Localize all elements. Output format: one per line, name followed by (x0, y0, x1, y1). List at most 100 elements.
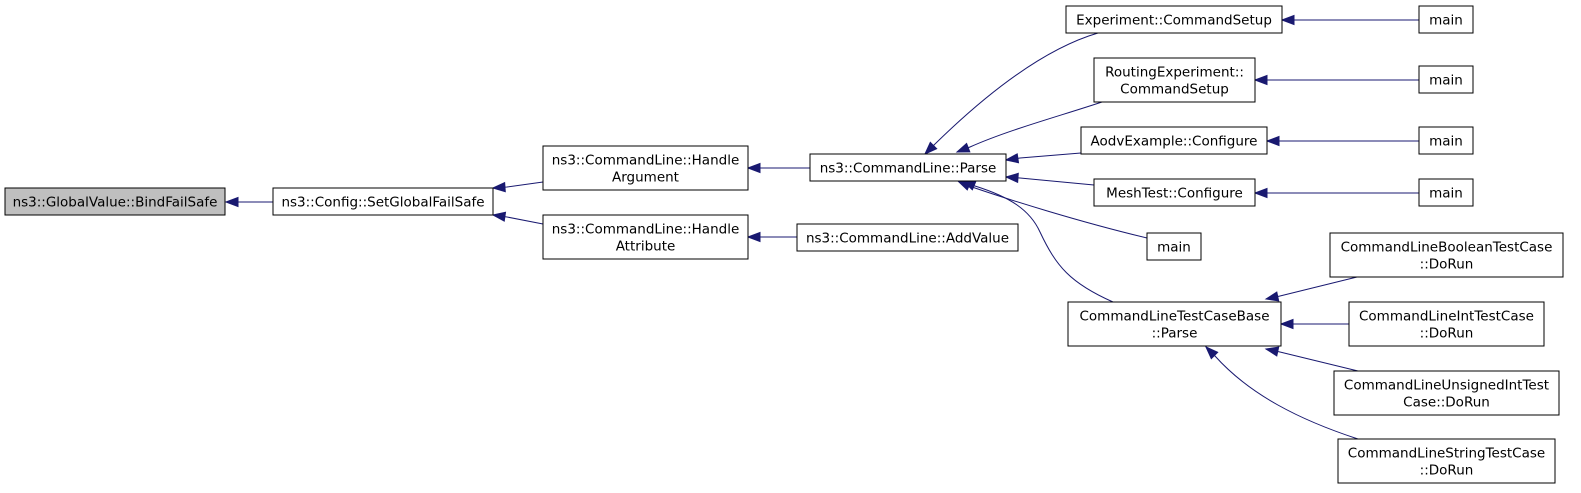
node-label: MeshTest::Configure (1106, 186, 1243, 202)
node-setglobalfailsafe[interactable]: ns3::Config::SetGlobalFailSafe (272, 187, 494, 216)
node-box (1337, 438, 1556, 484)
edge-main-aodv-to-aodvexample-configure (1265, 135, 1419, 147)
edge-line (1265, 348, 1359, 372)
node-meshtest-configure[interactable]: MeshTest::Configure (1093, 178, 1256, 207)
node-label: Experiment::CommandSetup (1076, 13, 1272, 29)
edge-arrowhead (746, 162, 761, 174)
node-box (1418, 178, 1474, 207)
node-label: ::Parse (1152, 326, 1198, 342)
node-label: ns3::CommandLine::Parse (820, 161, 997, 177)
edge-arrowhead (1004, 172, 1019, 184)
node-label: ns3::GlobalValue::BindFailSafe (13, 195, 218, 211)
edge-line (1205, 346, 1359, 440)
edge-arrowhead (1253, 187, 1268, 199)
edge-aodvexample-configure-to-parse (1004, 152, 1082, 164)
node-label: main (1429, 186, 1463, 202)
node-box (809, 153, 1007, 182)
node-box (796, 223, 1019, 252)
edge-main-mesh-to-meshtest-configure (1253, 187, 1419, 199)
node-label: main (1157, 240, 1191, 256)
edge-arrowhead (491, 181, 506, 193)
edge-arrowhead (1004, 153, 1020, 164)
edge-main-routing-to-routingexperiment-commandsetup (1253, 74, 1419, 86)
edge-meshtest-configure-to-parse (1004, 172, 1095, 186)
edge-line (962, 180, 1114, 303)
node-main-experiment[interactable]: main (1418, 5, 1474, 34)
node-box (1146, 232, 1202, 261)
edges (224, 14, 1419, 440)
node-main-aodv[interactable]: main (1418, 126, 1474, 155)
edge-arrowhead (1265, 135, 1280, 147)
node-label: ns3::CommandLine::AddValue (806, 231, 1009, 247)
edge-handleargument-to-setglobalfailsafe (491, 181, 544, 193)
node-box (1333, 370, 1560, 416)
node-label: CommandLineUnsignedIntTest (1344, 378, 1549, 394)
edge-handleattribute-to-setglobalfailsafe (491, 211, 544, 225)
edge-experiment-commandsetup-to-parse (923, 32, 1099, 156)
node-experiment-commandsetup[interactable]: Experiment::CommandSetup (1065, 5, 1283, 34)
edge-line (956, 101, 1103, 153)
node-aodvexample-configure[interactable]: AodvExample::Configure (1080, 126, 1268, 155)
node-box (1080, 126, 1268, 155)
edge-routingexperiment-commandsetup-to-parse (955, 101, 1103, 153)
node-box (272, 187, 494, 216)
edge-line (1005, 176, 1095, 186)
node-label: CommandLineTestCaseBase (1079, 309, 1269, 325)
node-label: ::DoRun (1420, 257, 1474, 273)
node-label: Attribute (616, 239, 676, 255)
node-addvalue[interactable]: ns3::CommandLine::AddValue (796, 223, 1019, 252)
node-label: main (1429, 134, 1463, 150)
node-label: AodvExample::Configure (1091, 134, 1258, 150)
edge-arrowhead (1280, 14, 1295, 26)
node-label: ::DoRun (1420, 463, 1474, 479)
node-label: CommandLineBooleanTestCase (1341, 240, 1553, 256)
node-label: CommandLineStringTestCase (1348, 446, 1545, 462)
node-label: Case::DoRun (1403, 395, 1490, 411)
edge-line (957, 180, 1148, 239)
node-main-routing[interactable]: main (1418, 65, 1474, 94)
node-label: main (1429, 13, 1463, 29)
edge-int-dorun-to-testcasebase-parse (1279, 318, 1349, 330)
edge-boolean-dorun-to-testcasebase-parse (1264, 276, 1358, 302)
node-label: main (1429, 73, 1463, 89)
edge-arrowhead (1264, 291, 1280, 302)
node-box (1065, 5, 1283, 34)
node-label: ns3::CommandLine::Handle (552, 222, 740, 238)
node-label: CommandLineIntTestCase (1359, 309, 1534, 325)
edge-arrowhead (224, 196, 239, 208)
node-box (1093, 57, 1256, 103)
node-box (1329, 232, 1564, 278)
node-routingexperiment-commandsetup[interactable]: RoutingExperiment::CommandSetup (1093, 57, 1256, 103)
node-boolean-dorun[interactable]: CommandLineBooleanTestCase::DoRun (1329, 232, 1564, 278)
nodes: ns3::GlobalValue::BindFailSafe ns3::Confi… (4, 5, 1564, 484)
edge-arrowhead (923, 141, 938, 156)
edge-arrowhead (1204, 345, 1219, 360)
edge-arrowhead (1253, 74, 1268, 86)
node-box (4, 187, 226, 216)
edge-arrowhead (1264, 346, 1280, 357)
node-testcasebase-parse[interactable]: CommandLineTestCaseBase::Parse (1067, 301, 1282, 347)
edge-line (924, 32, 1099, 155)
edge-string-dorun-to-testcasebase-parse (1204, 345, 1359, 440)
node-int-dorun[interactable]: CommandLineIntTestCase::DoRun (1348, 301, 1545, 347)
node-label: ::DoRun (1420, 326, 1474, 342)
node-label: Argument (612, 170, 679, 186)
node-box (542, 214, 749, 260)
node-main-mesh[interactable]: main (1418, 178, 1474, 207)
edge-main-experiment-to-experiment-commandsetup (1280, 14, 1419, 26)
node-box (542, 145, 749, 191)
node-box (1093, 178, 1256, 207)
node-main-parse[interactable]: main (1146, 232, 1202, 261)
node-parse[interactable]: ns3::CommandLine::Parse (809, 153, 1007, 182)
edge-arrowhead (955, 142, 971, 153)
node-box (1418, 126, 1474, 155)
node-label: RoutingExperiment:: (1105, 65, 1244, 81)
node-box (1418, 65, 1474, 94)
node-box (1418, 5, 1474, 34)
node-string-dorun[interactable]: CommandLineStringTestCase::DoRun (1337, 438, 1556, 484)
edge-unsignedint-dorun-to-testcasebase-parse (1264, 346, 1359, 372)
